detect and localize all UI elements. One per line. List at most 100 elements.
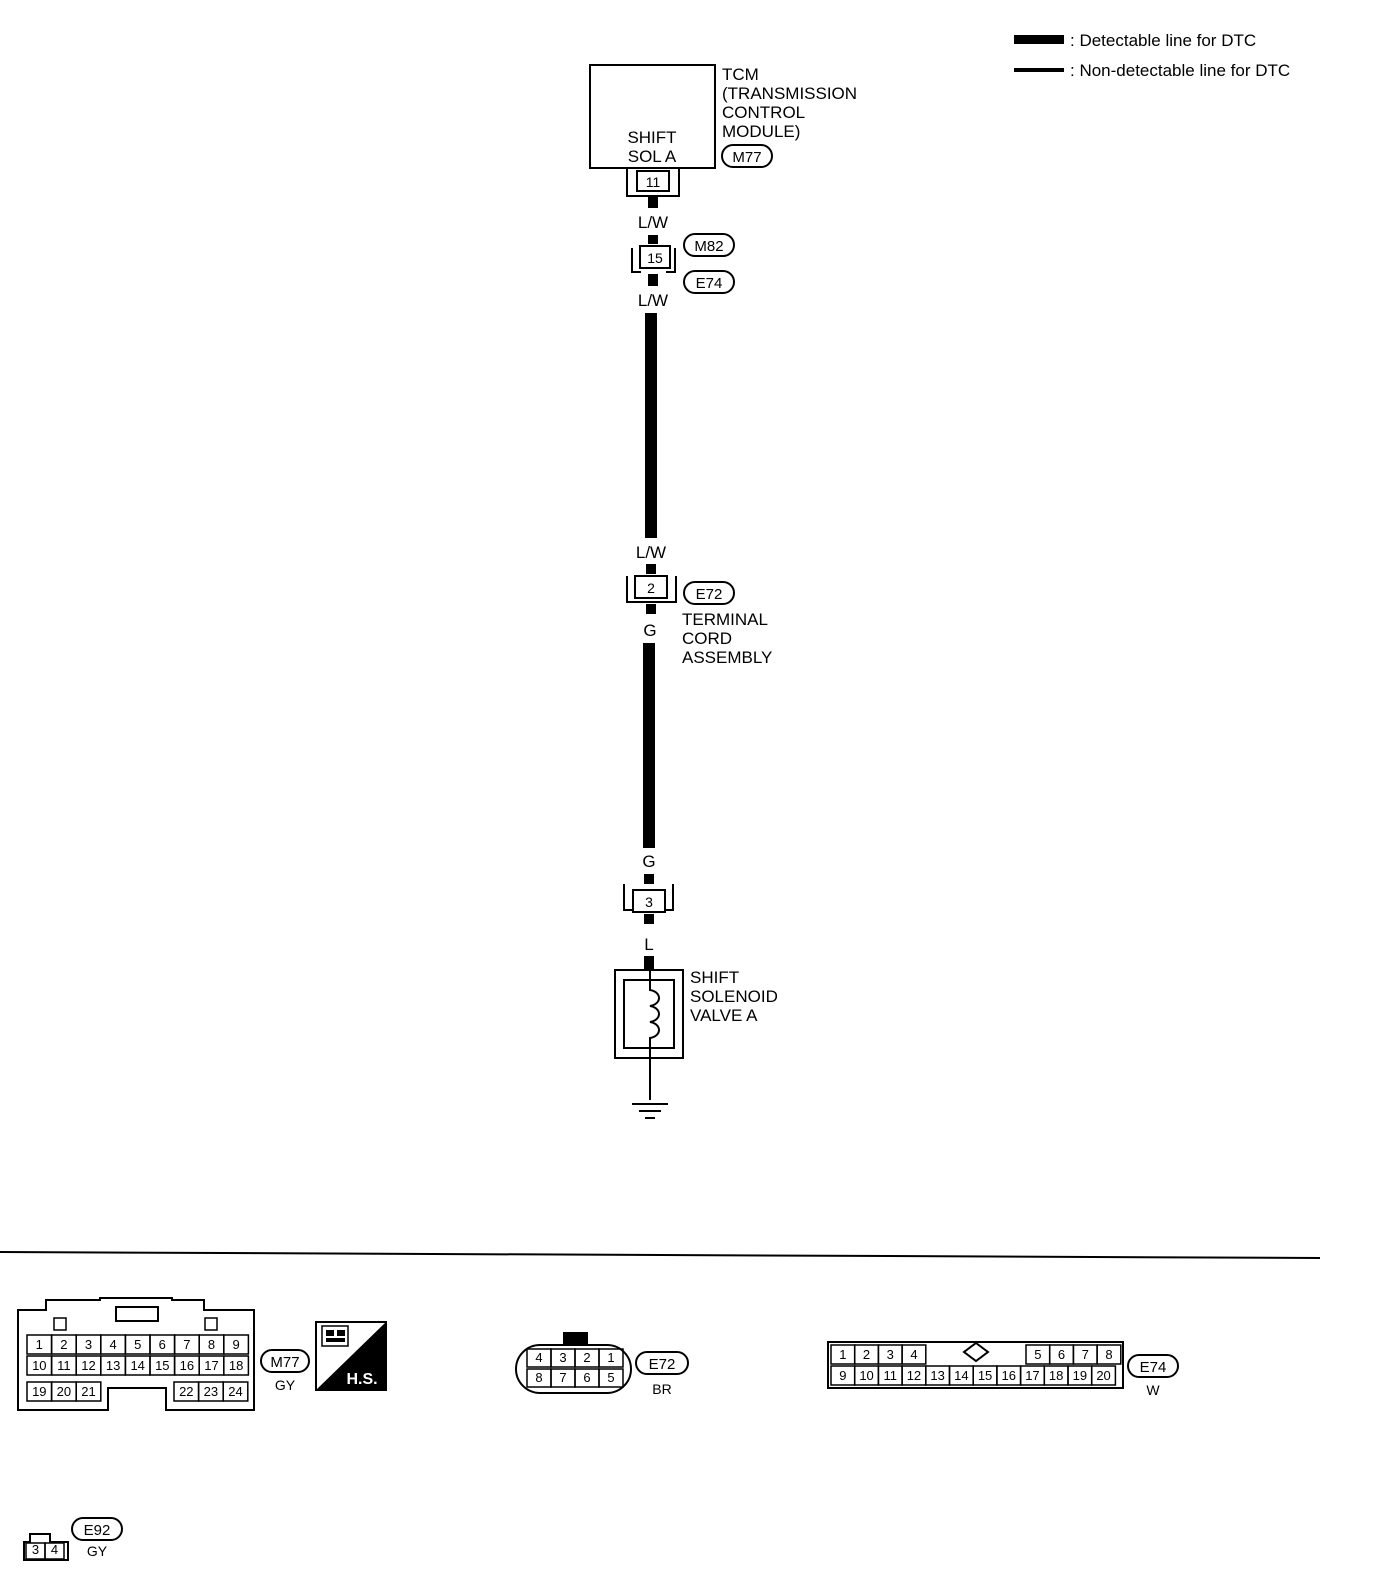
e72-tag xyxy=(635,1351,689,1375)
pin-number: 2 xyxy=(583,1350,590,1365)
tcm-module: SHIFT SOL A TCM (TRANSMISSION CONTROL MO… xyxy=(589,64,857,197)
pin-number: 10 xyxy=(859,1368,873,1383)
m77-latch xyxy=(115,1306,159,1322)
pin-cell xyxy=(901,1344,927,1365)
pin-number: 5 xyxy=(607,1370,614,1385)
pin-number: 1 xyxy=(607,1350,614,1365)
e92-housing xyxy=(23,1533,69,1561)
e92-color: GY xyxy=(87,1543,108,1559)
pin-number: 23 xyxy=(204,1384,218,1399)
terminal-cord-tag xyxy=(683,581,735,605)
e92-tag xyxy=(71,1517,123,1541)
pin-number: 11 xyxy=(57,1358,71,1373)
pin-number: 16 xyxy=(180,1358,194,1373)
tcm-inner-label-1: SHIFT xyxy=(627,128,676,147)
legend-detectable-swatch xyxy=(1014,35,1064,44)
wire-color-label: L xyxy=(644,935,653,954)
pin-number: 13 xyxy=(106,1358,120,1373)
legend: : Detectable line for DTC : Non-detectab… xyxy=(1014,31,1290,80)
m77-tag xyxy=(260,1349,310,1373)
shift-solenoid-valve: SHIFT SOLENOID VALVE A xyxy=(614,968,778,1119)
pin-number: 8 xyxy=(208,1337,215,1352)
wire-color-label-top: G xyxy=(643,621,656,640)
pin-number: 19 xyxy=(1073,1368,1087,1383)
m77-color: GY xyxy=(275,1377,296,1393)
wire-e72-to-term3: G G xyxy=(642,604,657,884)
wire-segment xyxy=(648,235,658,244)
hs-badge: H.S. xyxy=(315,1321,387,1391)
pin-cell xyxy=(222,1381,249,1402)
e74-color: W xyxy=(1146,1382,1160,1398)
wire-segment-long xyxy=(643,643,655,848)
pin-cell xyxy=(598,1368,624,1388)
tcm-connector-id: M77 xyxy=(732,149,761,166)
solenoid-name-1: SHIFT xyxy=(690,968,739,987)
m77-tab-right xyxy=(204,1317,218,1331)
pin-number: 6 xyxy=(1058,1347,1065,1362)
pin-number: 6 xyxy=(159,1337,166,1352)
e72-color: BR xyxy=(652,1381,671,1397)
wire-segment xyxy=(648,274,658,286)
terminal-cord-tag-id: E72 xyxy=(696,586,723,603)
pin-number: 22 xyxy=(179,1384,193,1399)
pin-number: 4 xyxy=(535,1350,542,1365)
pin-number: 4 xyxy=(109,1337,116,1352)
wire-segment-long xyxy=(645,313,657,538)
harness-side-icon xyxy=(321,1325,349,1347)
pin-number: 2 xyxy=(863,1347,870,1362)
pin-number: 9 xyxy=(232,1337,239,1352)
terminal-cord-name-1: TERMINAL xyxy=(682,610,768,629)
solenoid-name-3: VALVE A xyxy=(690,1006,758,1025)
pin-number: 8 xyxy=(1105,1347,1112,1362)
e72-key xyxy=(563,1332,588,1346)
pin-number: 9 xyxy=(839,1368,846,1383)
terminal-cord-number: 2 xyxy=(647,580,655,596)
terminal-cord-name-2: CORD xyxy=(682,629,732,648)
e74-key-diamond xyxy=(962,1341,990,1363)
pin-cell xyxy=(598,1348,624,1368)
pin-number: 20 xyxy=(57,1384,71,1399)
junction-terminal-number: 15 xyxy=(647,250,663,266)
tcm-box xyxy=(589,64,716,169)
pin-number: 3 xyxy=(887,1347,894,1362)
m77-tag-id: M77 xyxy=(270,1354,299,1371)
ground-icon xyxy=(632,1103,668,1119)
pin-number: 20 xyxy=(1096,1368,1110,1383)
solenoid-coil-symbol xyxy=(649,970,660,1100)
pin-cell xyxy=(75,1381,102,1402)
wire-term3-to-solenoid: L xyxy=(644,914,654,970)
legend-non-detectable-swatch xyxy=(1014,68,1064,72)
wire-segment xyxy=(646,604,656,614)
wire-segment xyxy=(644,874,654,884)
pin-number: 18 xyxy=(1049,1368,1063,1383)
junction-tag-bottom xyxy=(683,270,735,294)
wire-color-label-bottom: G xyxy=(642,852,655,871)
tcm-name-3: CONTROL xyxy=(722,103,805,122)
pin-number: 3 xyxy=(559,1350,566,1365)
tcm-terminal-box xyxy=(636,170,670,192)
wire-e74-to-e72: L/W L/W xyxy=(636,274,668,574)
pin-number: 14 xyxy=(130,1358,144,1373)
junction-tag-top xyxy=(683,233,735,257)
pin-number: 15 xyxy=(155,1358,169,1373)
junction-tag-top-id: M82 xyxy=(694,238,723,255)
solenoid-name-2: SOLENOID xyxy=(690,987,778,1006)
pin-cell xyxy=(223,1334,250,1355)
tcm-terminal-number: 11 xyxy=(646,174,661,190)
pin-number: 8 xyxy=(535,1370,542,1385)
wire-segment xyxy=(644,956,654,970)
pin-number: 10 xyxy=(32,1358,46,1373)
pin-cell xyxy=(1090,1365,1117,1386)
e74-tag xyxy=(1127,1354,1179,1378)
junction-bracket-right xyxy=(666,248,676,273)
terminal-3-box xyxy=(632,889,666,913)
wire-color-label: L/W xyxy=(638,213,668,232)
e92-tag-id: E92 xyxy=(84,1522,111,1539)
